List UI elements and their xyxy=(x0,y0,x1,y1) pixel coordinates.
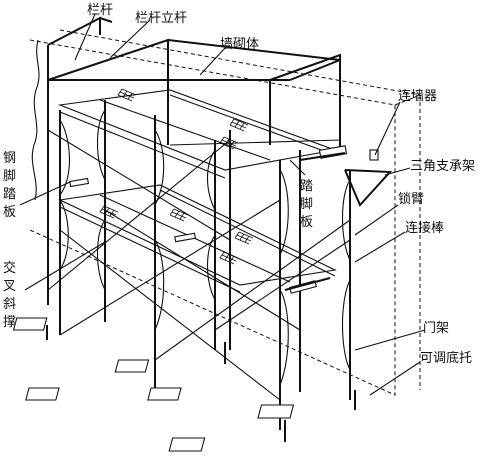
label-door-frame: 门架 xyxy=(423,321,449,336)
bases xyxy=(12,305,356,452)
label-lock-arm: 锁臂 xyxy=(398,191,424,207)
break-line xyxy=(31,39,40,201)
svg-text:叉: 叉 xyxy=(3,279,16,294)
svg-text:脚: 脚 xyxy=(3,168,16,184)
svg-text:斜: 斜 xyxy=(3,297,16,312)
label-wall-tie: 连墙器 xyxy=(398,88,437,104)
svg-text:钢: 钢 xyxy=(3,151,16,166)
cross-braces xyxy=(47,129,351,401)
svg-text:撑: 撑 xyxy=(3,315,16,330)
svg-text:板: 板 xyxy=(300,215,313,230)
svg-text:脚: 脚 xyxy=(300,196,313,212)
svg-text:交: 交 xyxy=(3,260,16,276)
label-connecting-rod: 连接棒 xyxy=(405,220,444,236)
railing xyxy=(47,16,341,305)
label-railing: 栏杆 xyxy=(87,3,113,18)
label-adjustable-base: 可调底托 xyxy=(420,350,472,366)
label-masonry-wall: 墙砌体 xyxy=(220,37,259,52)
leader-lines xyxy=(19,13,426,396)
wall-outline xyxy=(29,29,421,396)
lower-platform xyxy=(58,184,337,293)
svg-text:板: 板 xyxy=(3,205,16,220)
svg-text:踏: 踏 xyxy=(3,187,16,202)
svg-text:踏: 踏 xyxy=(300,179,313,194)
label-steel-footboard: 钢 脚 踏 板 xyxy=(3,151,16,220)
door-frames xyxy=(59,100,351,430)
label-footboard: 踏 脚 板 xyxy=(300,179,313,230)
label-cross-brace: 交 叉 斜 撑 xyxy=(3,260,16,330)
mesh-patches xyxy=(99,88,254,265)
label-triangle-bracket: 三角支承架 xyxy=(410,159,475,174)
rods xyxy=(69,145,393,294)
label-railing-post: 栏杆立杆 xyxy=(135,11,187,26)
